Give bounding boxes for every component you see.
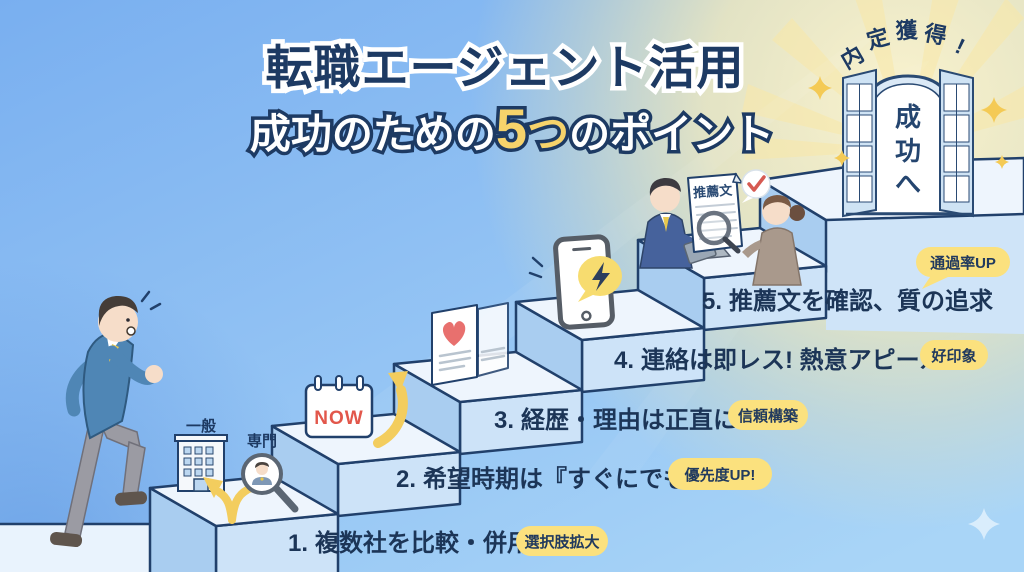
step2-illustration: NOW xyxy=(304,371,408,448)
step-captions: 1.複数社を比較・併用 選択肢拡大 2.希望時期は『すぐにでも』 優先度UP! … xyxy=(288,247,1010,557)
up-swoosh-arrow-icon xyxy=(373,371,408,448)
card-text-lines xyxy=(438,346,506,372)
open-mouth xyxy=(126,326,136,336)
hair xyxy=(98,295,138,326)
door-panel-right xyxy=(939,68,974,218)
general-label: 一般 xyxy=(186,417,216,435)
check-bubble-icon xyxy=(741,169,771,203)
review-magnifier-handle xyxy=(722,236,741,254)
sparkle-icon xyxy=(981,97,1007,123)
door-panel-left xyxy=(842,68,877,218)
banner-char-3: 獲 xyxy=(895,17,919,43)
success-door: 成 功 へ 内 定 獲 得 ! xyxy=(836,17,974,218)
eye xyxy=(126,318,130,322)
svg-text:選択肢拡大: 選択肢拡大 xyxy=(524,533,599,551)
poster-title: 転職エージェント活用 成功のための5つのポイント xyxy=(246,37,777,164)
step2-badge: 優先度UP! xyxy=(668,458,772,490)
specialist-tie xyxy=(260,477,264,481)
excitement-marks xyxy=(140,290,162,311)
step5-illustration: 推薦文 xyxy=(639,169,805,286)
alert-dashes xyxy=(528,256,544,279)
step1-illustration: 一般 専門 xyxy=(174,417,299,524)
svg-text:優先度UP!: 優先度UP! xyxy=(684,466,756,484)
letter-title: 推薦文 xyxy=(693,183,734,201)
sparkle-icon xyxy=(808,76,832,100)
calendar-now-icon: NOW xyxy=(304,375,374,439)
door-char-3: へ xyxy=(895,169,921,199)
candidate-woman xyxy=(742,195,805,286)
title-line2-number: 5 xyxy=(496,97,527,160)
calendar-now-text: NOW xyxy=(314,408,363,429)
magnifier-handle xyxy=(272,484,299,513)
step4-illustration xyxy=(528,234,622,330)
svg-text:信頼構築: 信頼構築 xyxy=(738,407,799,425)
step2-number: 2. xyxy=(396,466,416,493)
step4-badge: 好印象 xyxy=(920,340,988,370)
sparkle-icon xyxy=(995,155,1009,169)
title-line2: 成功のための5つのポイント xyxy=(250,97,774,160)
step1-caption: 1. 複数社を比較・併用 xyxy=(288,529,531,557)
svg-text:通過率UP: 通過率UP xyxy=(930,254,996,272)
front-shoe xyxy=(115,491,148,506)
step4-label: 連絡は即レス! 熱意アピール xyxy=(641,346,944,374)
review-magnifier-lens xyxy=(696,210,732,246)
step5-number: 5. xyxy=(702,288,722,315)
specialist-hair xyxy=(255,462,269,468)
recommendation-letter: 推薦文 xyxy=(687,172,744,254)
step4-caption: 4. 連絡は即レス! 熱意アピール xyxy=(614,346,944,374)
building-general: 一般 xyxy=(174,417,228,492)
step2-label: 希望時期は『すぐにでも』 xyxy=(423,465,711,493)
sparkles xyxy=(808,76,1009,540)
magnifier-specialist: 専門 xyxy=(241,432,299,513)
title-line2-counter: つ xyxy=(527,110,569,157)
step5-caption: 5. 推薦文を確認、質の追求 xyxy=(702,287,993,315)
step3-number: 3. xyxy=(494,407,514,434)
step3-illustration xyxy=(431,302,509,386)
step1-number: 1. xyxy=(288,530,308,557)
specialist-label: 専門 xyxy=(247,432,277,450)
rear-shoe xyxy=(50,531,83,548)
step5-label: 推薦文を確認、質の追求 xyxy=(729,287,993,315)
specialist-body xyxy=(252,477,272,485)
step1-badge: 選択肢拡大 xyxy=(516,526,608,556)
step2-caption: 2. 希望時期は『すぐにでも』 xyxy=(396,465,711,493)
lightning-bubble-icon xyxy=(578,256,622,302)
climbing-businessman xyxy=(50,290,163,548)
sparkle-icon-light xyxy=(968,508,1000,540)
heart-icon xyxy=(442,321,466,346)
door-char-1: 成 xyxy=(895,102,921,132)
title-line1: 転職エージェント活用 xyxy=(265,41,744,94)
card-right-page xyxy=(477,302,509,377)
step4-number: 4. xyxy=(614,347,634,374)
step5-badge: 通過率UP xyxy=(916,247,1010,289)
raised-fist xyxy=(145,365,163,383)
sparkle-icon xyxy=(834,150,850,166)
building-windows xyxy=(183,446,214,477)
step3-badge: 信頼構築 xyxy=(728,400,808,430)
banner-char-4: 得 xyxy=(921,20,948,49)
step3-label: 経歴・理由は正直に xyxy=(521,406,737,434)
title-line2-prefix: 成功のための xyxy=(250,111,496,157)
step1-label: 複数社を比較・併用 xyxy=(315,529,531,557)
step3-caption: 3. 経歴・理由は正直に xyxy=(494,406,737,434)
specialist-head xyxy=(256,463,268,475)
door-char-2: 功 xyxy=(895,136,921,166)
svg-text:好印象: 好印象 xyxy=(930,347,976,365)
title-line2-suffix: のポイント xyxy=(569,111,774,157)
